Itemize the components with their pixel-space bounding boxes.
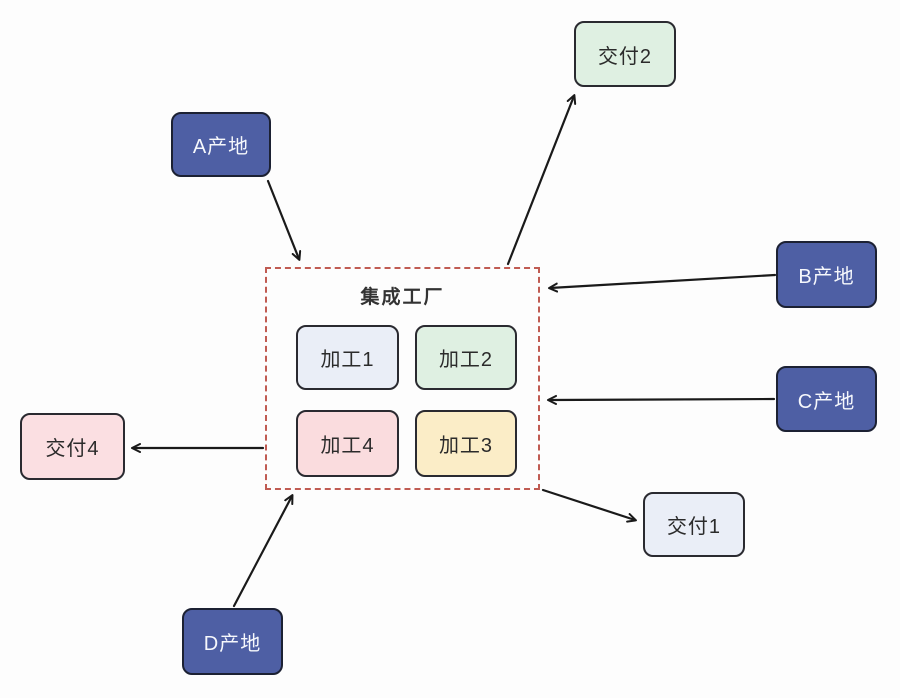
node-source-d-label: D产地 <box>203 633 262 655</box>
node-unit-4: 加工4 <box>296 410 399 477</box>
node-source-b-label: B产地 <box>798 266 855 288</box>
arrow-source-a-to-factory <box>266 179 302 261</box>
node-source-c-label: C产地 <box>797 390 856 413</box>
node-delivery-4-label: 交付4 <box>45 438 100 460</box>
arrow-source-c-to-factory <box>547 394 776 405</box>
node-unit-2-label: 加工2 <box>438 349 494 371</box>
node-unit-3-label: 加工3 <box>438 435 494 457</box>
arrow-source-d-to-factory <box>232 494 294 608</box>
arrow-source-b-to-factory <box>548 273 777 293</box>
node-unit-4-label: 加工4 <box>320 435 375 457</box>
node-source-a: A产地 <box>171 112 271 177</box>
node-source-a-label: A产地 <box>192 136 250 158</box>
node-unit-1: 加工1 <box>296 325 399 390</box>
node-source-b: B产地 <box>776 241 877 308</box>
node-unit-3: 加工3 <box>415 410 517 477</box>
node-delivery-2: 交付2 <box>574 21 676 87</box>
node-delivery-2-label: 交付2 <box>597 45 653 68</box>
node-delivery-1-label: 交付1 <box>666 516 722 538</box>
node-delivery-4: 交付4 <box>20 413 125 480</box>
node-factory-group: 集成工厂 加工1 加工2 加工4 加工3 <box>265 267 540 490</box>
node-source-c: C产地 <box>776 366 877 432</box>
node-delivery-1: 交付1 <box>643 492 745 557</box>
node-unit-2: 加工2 <box>415 325 517 390</box>
node-source-d: D产地 <box>182 608 283 675</box>
factory-title: 集成工厂 <box>360 287 445 308</box>
node-unit-1-label: 加工1 <box>320 349 375 371</box>
arrow-factory-to-delivery-1 <box>541 488 637 523</box>
arrow-factory-to-delivery-2 <box>506 94 577 266</box>
